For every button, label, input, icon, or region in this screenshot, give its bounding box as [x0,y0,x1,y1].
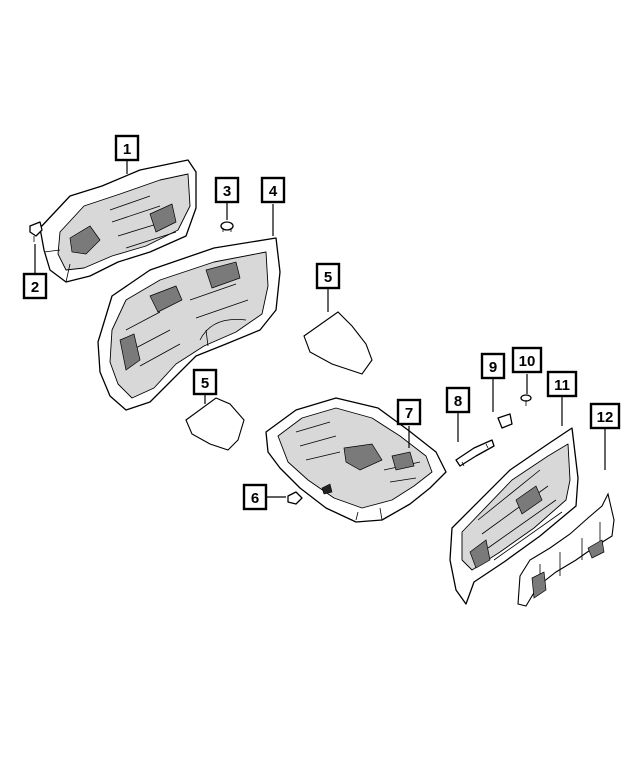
part-5-pad-upper [303,311,373,375]
part-3-fastener [220,221,234,232]
part-2-push-pin [29,221,43,242]
callout-12: 12 [589,402,621,430]
leader-lines [34,160,606,498]
callout-3: 3 [214,176,240,204]
callout-10: 10 [511,346,543,374]
callout-1: 1 [114,134,140,162]
part-11-rear-silencer [449,427,579,605]
callout-7-label: 7 [405,405,413,422]
callout-8-label: 8 [454,393,462,410]
part-9-retainer [497,413,513,429]
part-4-dash-insulator [97,237,281,411]
part-10-screw [520,394,532,406]
callout-4-label: 4 [269,183,278,200]
callout-11-label: 11 [554,377,570,394]
callout-5a: 5 [315,262,341,290]
callout-11: 11 [546,370,578,398]
callout-5a-label: 5 [324,269,332,286]
callout-2: 2 [22,272,48,300]
part-5-pad-lower [185,397,245,451]
callout-5b: 5 [192,368,218,396]
callout-6-label: 6 [251,490,259,507]
part-6-clip [287,491,303,505]
callout-5b-label: 5 [201,375,209,392]
callout-7: 7 [396,398,422,426]
part-1-dash-silencer-upper [39,159,197,283]
callout-6: 6 [242,483,268,511]
callout-9: 9 [480,352,506,380]
part-7-floor-silencer [265,397,447,523]
callout-4: 4 [260,176,286,204]
part-12-rear-pad [517,492,615,607]
part-8-strap [455,439,495,467]
callout-12-label: 12 [597,409,614,426]
callout-8: 8 [445,386,471,414]
callout-2-label: 2 [31,279,39,296]
callout-3-label: 3 [223,183,231,200]
callout-1-label: 1 [123,141,131,158]
callout-10-label: 10 [519,353,536,370]
callout-9-label: 9 [489,359,497,376]
